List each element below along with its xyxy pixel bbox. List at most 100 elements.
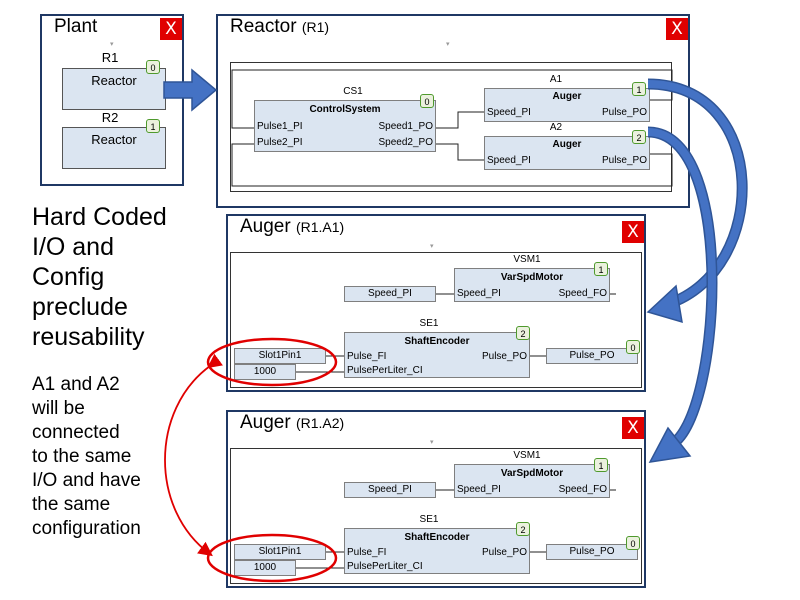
heading-line: I/O and xyxy=(32,233,114,261)
note-line: will be xyxy=(32,398,85,419)
note-line: to the same xyxy=(32,446,132,467)
a2-vsm1-block[interactable]: VarSpdMotor Speed_PI Speed_FO xyxy=(454,464,610,498)
collapse-caret-icon[interactable]: ▾ xyxy=(110,41,114,48)
auger-a1-title: Auger (R1.A1) xyxy=(240,216,344,238)
heading-line: preclude xyxy=(32,293,128,321)
a1-vsm1-port-speed-pi[interactable]: Speed_PI xyxy=(457,288,501,299)
note-annotation: A1 and A2 will be connected to the same … xyxy=(32,373,141,541)
cs1-port-pulse2-pi[interactable]: Pulse2_PI xyxy=(257,137,303,148)
auger-a2-title-path: (R1.A2) xyxy=(295,415,345,431)
plant-close-button[interactable]: X xyxy=(160,18,182,40)
note-line: I/O and have xyxy=(32,470,141,491)
a1-se1-label: SE1 xyxy=(419,318,439,329)
cs1-block[interactable]: ControlSystem Pulse1_PI Pulse2_PI Speed1… xyxy=(254,100,436,152)
note-line: configuration xyxy=(32,518,141,539)
plant-window-title: Plant xyxy=(54,16,98,37)
a2-se1-badge: 2 xyxy=(516,522,530,536)
a1-se1-port-ppl-ci[interactable]: PulsePerLiter_CI xyxy=(347,365,423,376)
a1-vsm1-block[interactable]: VarSpdMotor Speed_PI Speed_FO xyxy=(454,268,610,302)
a2-vsm1-label: VSM1 xyxy=(513,450,541,461)
link-arrow-icon xyxy=(164,353,223,557)
a1-port-speed-pi[interactable]: Speed_PI xyxy=(487,107,531,118)
auger-a1-title-path: (R1.A1) xyxy=(295,219,345,235)
r2-block-name: Reactor xyxy=(91,132,137,147)
a2-vsm1-name: VarSpdMotor xyxy=(500,468,564,479)
heading-line: Config xyxy=(32,263,105,291)
a2-vsm1-port-speed-pi[interactable]: Speed_PI xyxy=(457,484,501,495)
a1-config-ref[interactable]: 1000 xyxy=(234,364,296,380)
r2-badge: 1 xyxy=(146,119,160,133)
r2-label: R2 xyxy=(101,110,119,125)
heading-line: Hard Coded xyxy=(32,203,167,231)
auger-a2-title: Auger (R1.A2) xyxy=(240,412,344,434)
heading-line: reusability xyxy=(32,323,145,351)
a2-se1-port-pulse-po[interactable]: Pulse_PO xyxy=(481,547,527,558)
a1-label: A1 xyxy=(549,74,563,85)
a1-name: Auger xyxy=(552,91,582,102)
plant-window: Plant X ▾ R1 Reactor 0 R2 Reactor 1 xyxy=(40,14,184,186)
collapse-caret-icon[interactable]: ▾ xyxy=(430,439,434,446)
a1-se1-port-pulse-po[interactable]: Pulse_PO xyxy=(481,351,527,362)
note-line: the same xyxy=(32,494,111,515)
a1-vsm1-badge: 1 xyxy=(594,262,608,276)
a1-vsm1-label: VSM1 xyxy=(513,254,541,265)
a1-badge: 1 xyxy=(632,82,646,96)
a1-se1-block[interactable]: ShaftEncoder Pulse_FI PulsePerLiter_CI P… xyxy=(344,332,530,378)
a2-se1-port-ppl-ci[interactable]: PulsePerLiter_CI xyxy=(347,561,423,572)
highlight-a1-io xyxy=(206,337,338,387)
a1-se1-badge: 2 xyxy=(516,326,530,340)
a1-vsm1-port-speed-fo[interactable]: Speed_FO xyxy=(558,288,607,299)
curved-arrow-a1-icon xyxy=(647,78,748,310)
collapse-caret-icon[interactable]: ▾ xyxy=(446,41,450,48)
cs1-port-pulse1-pi[interactable]: Pulse1_PI xyxy=(257,121,303,132)
r1-block-name: Reactor xyxy=(91,73,137,88)
auger-a2-close-button[interactable]: X xyxy=(622,417,644,439)
reactor-title-path: (R1) xyxy=(301,19,330,35)
cs1-port-speed1-po[interactable]: Speed1_PO xyxy=(378,121,434,132)
a2-se1-block[interactable]: ShaftEncoder Pulse_FI PulsePerLiter_CI P… xyxy=(344,528,530,574)
auger-a1-close-button[interactable]: X xyxy=(622,221,644,243)
a1-port-pulse-po[interactable]: Pulse_PO xyxy=(601,107,647,118)
a2-se1-port-pulse-fi[interactable]: Pulse_FI xyxy=(347,547,387,558)
a1-vsm1-name: VarSpdMotor xyxy=(500,272,564,283)
zoom-arrow-icon xyxy=(163,68,218,112)
a2-speed-pi-ref[interactable]: Speed_PI xyxy=(344,482,436,498)
a1-pulse-po-badge: 0 xyxy=(626,340,640,354)
reactor-wires xyxy=(231,69,673,187)
reactor-window-title: Reactor (R1) xyxy=(230,16,329,38)
note-line: A1 and A2 xyxy=(32,374,120,395)
a2-vsm1-badge: 1 xyxy=(594,458,608,472)
auger-a1-title-text: Auger xyxy=(240,216,291,237)
a2-label: A2 xyxy=(549,122,563,133)
a2-pulse-po-ref[interactable]: Pulse_PO xyxy=(546,544,638,560)
cs1-port-speed2-po[interactable]: Speed2_PO xyxy=(378,137,434,148)
a2-auger-block[interactable]: Auger Speed_PI Pulse_PO xyxy=(484,136,650,170)
a1-se1-name: ShaftEncoder xyxy=(404,336,470,347)
r2-reactor-block[interactable]: Reactor xyxy=(62,127,166,169)
a2-config-ref[interactable]: 1000 xyxy=(234,560,296,576)
a1-auger-block[interactable]: Auger Speed_PI Pulse_PO xyxy=(484,88,650,122)
a2-name: Auger xyxy=(552,139,582,150)
cs1-name: ControlSystem xyxy=(309,104,381,115)
auger-a2-window: Auger (R1.A2) X ▾ VSM1 VarSpdMotor Speed… xyxy=(226,410,646,588)
auger-a2-title-text: Auger xyxy=(240,412,291,433)
a2-pulse-po-badge: 0 xyxy=(626,536,640,550)
collapse-caret-icon[interactable]: ▾ xyxy=(430,243,434,250)
note-line: connected xyxy=(32,422,120,443)
cs1-label: CS1 xyxy=(343,86,363,97)
a2-port-pulse-po[interactable]: Pulse_PO xyxy=(601,155,647,166)
a2-slot-ref[interactable]: Slot1Pin1 xyxy=(234,544,326,560)
a2-badge: 2 xyxy=(632,130,646,144)
reactor-window: Reactor (R1) X ▾ CS1 ControlSystem Pulse… xyxy=(216,14,690,208)
a2-port-speed-pi[interactable]: Speed_PI xyxy=(487,155,531,166)
a1-speed-pi-ref[interactable]: Speed_PI xyxy=(344,286,436,302)
a1-slot-ref[interactable]: Slot1Pin1 xyxy=(234,348,326,364)
a2-vsm1-port-speed-fo[interactable]: Speed_FO xyxy=(558,484,607,495)
highlight-a2-io xyxy=(206,533,338,583)
reactor-close-button[interactable]: X xyxy=(666,18,688,40)
reactor-title-text: Reactor xyxy=(230,16,297,37)
a2-se1-label: SE1 xyxy=(419,514,439,525)
a1-se1-port-pulse-fi[interactable]: Pulse_FI xyxy=(347,351,387,362)
a1-pulse-po-ref[interactable]: Pulse_PO xyxy=(546,348,638,364)
